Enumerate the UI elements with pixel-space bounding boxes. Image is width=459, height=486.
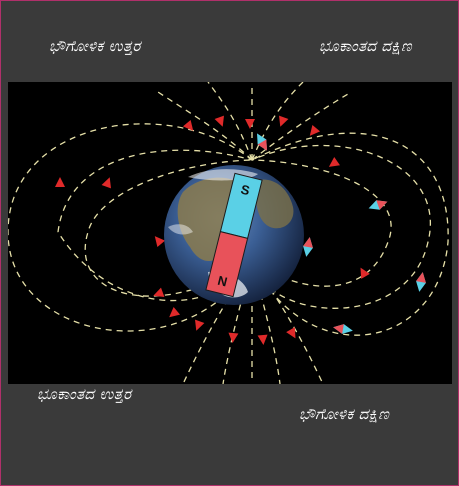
arrow — [101, 177, 111, 189]
north-pole-letter: N — [216, 273, 229, 290]
south-pole-letter: S — [239, 182, 251, 199]
compass-needle — [416, 272, 426, 292]
arrow — [245, 119, 255, 129]
arrow — [286, 327, 296, 339]
arrow — [279, 115, 289, 127]
compass-needle — [257, 133, 267, 151]
arrow — [360, 267, 370, 279]
bar-magnet: S N — [205, 172, 263, 298]
compass-needle — [333, 324, 353, 334]
arrow — [154, 236, 166, 248]
arrow — [328, 157, 340, 167]
arrow — [257, 334, 268, 345]
arrow — [214, 115, 224, 127]
field-line — [157, 91, 253, 161]
arrow — [309, 124, 321, 136]
field-line — [251, 93, 349, 161]
magnetic-field-figure: S N — [8, 82, 452, 384]
magnetic-north-label: ಭೂಕಾಂತದ ಉತ್ತರ — [37, 385, 132, 403]
field-line — [251, 144, 431, 309]
geographic-south-label: ಭೌಗೋಳಿಕ ದಕ್ಷಿಣ — [299, 405, 390, 423]
geographic-north-label: ಭೌಗೋಳಿಕ ಉತ್ತರ — [49, 37, 141, 55]
arrow — [182, 119, 194, 131]
field-line — [251, 159, 392, 287]
field-line — [207, 82, 253, 161]
field-line — [8, 123, 253, 332]
arrow — [228, 332, 239, 343]
field-line — [182, 261, 253, 384]
field-line — [57, 149, 253, 302]
field-arrows — [55, 115, 370, 345]
compass-needle — [303, 237, 313, 257]
field-line — [251, 82, 304, 161]
field-line — [251, 261, 324, 384]
magnet-north-pole — [205, 231, 249, 298]
field-line — [84, 159, 253, 297]
earth-globe — [164, 165, 304, 305]
magnetic-south-label: ಭೂಕಾಂತದ ದಕ್ಷಿಣ — [319, 37, 412, 55]
arrow — [169, 306, 181, 318]
arrow — [195, 319, 205, 331]
field-line — [251, 132, 449, 336]
arrow — [153, 287, 165, 297]
compass-needle — [368, 200, 388, 210]
arrow — [55, 177, 65, 187]
compass-needles — [257, 133, 426, 334]
